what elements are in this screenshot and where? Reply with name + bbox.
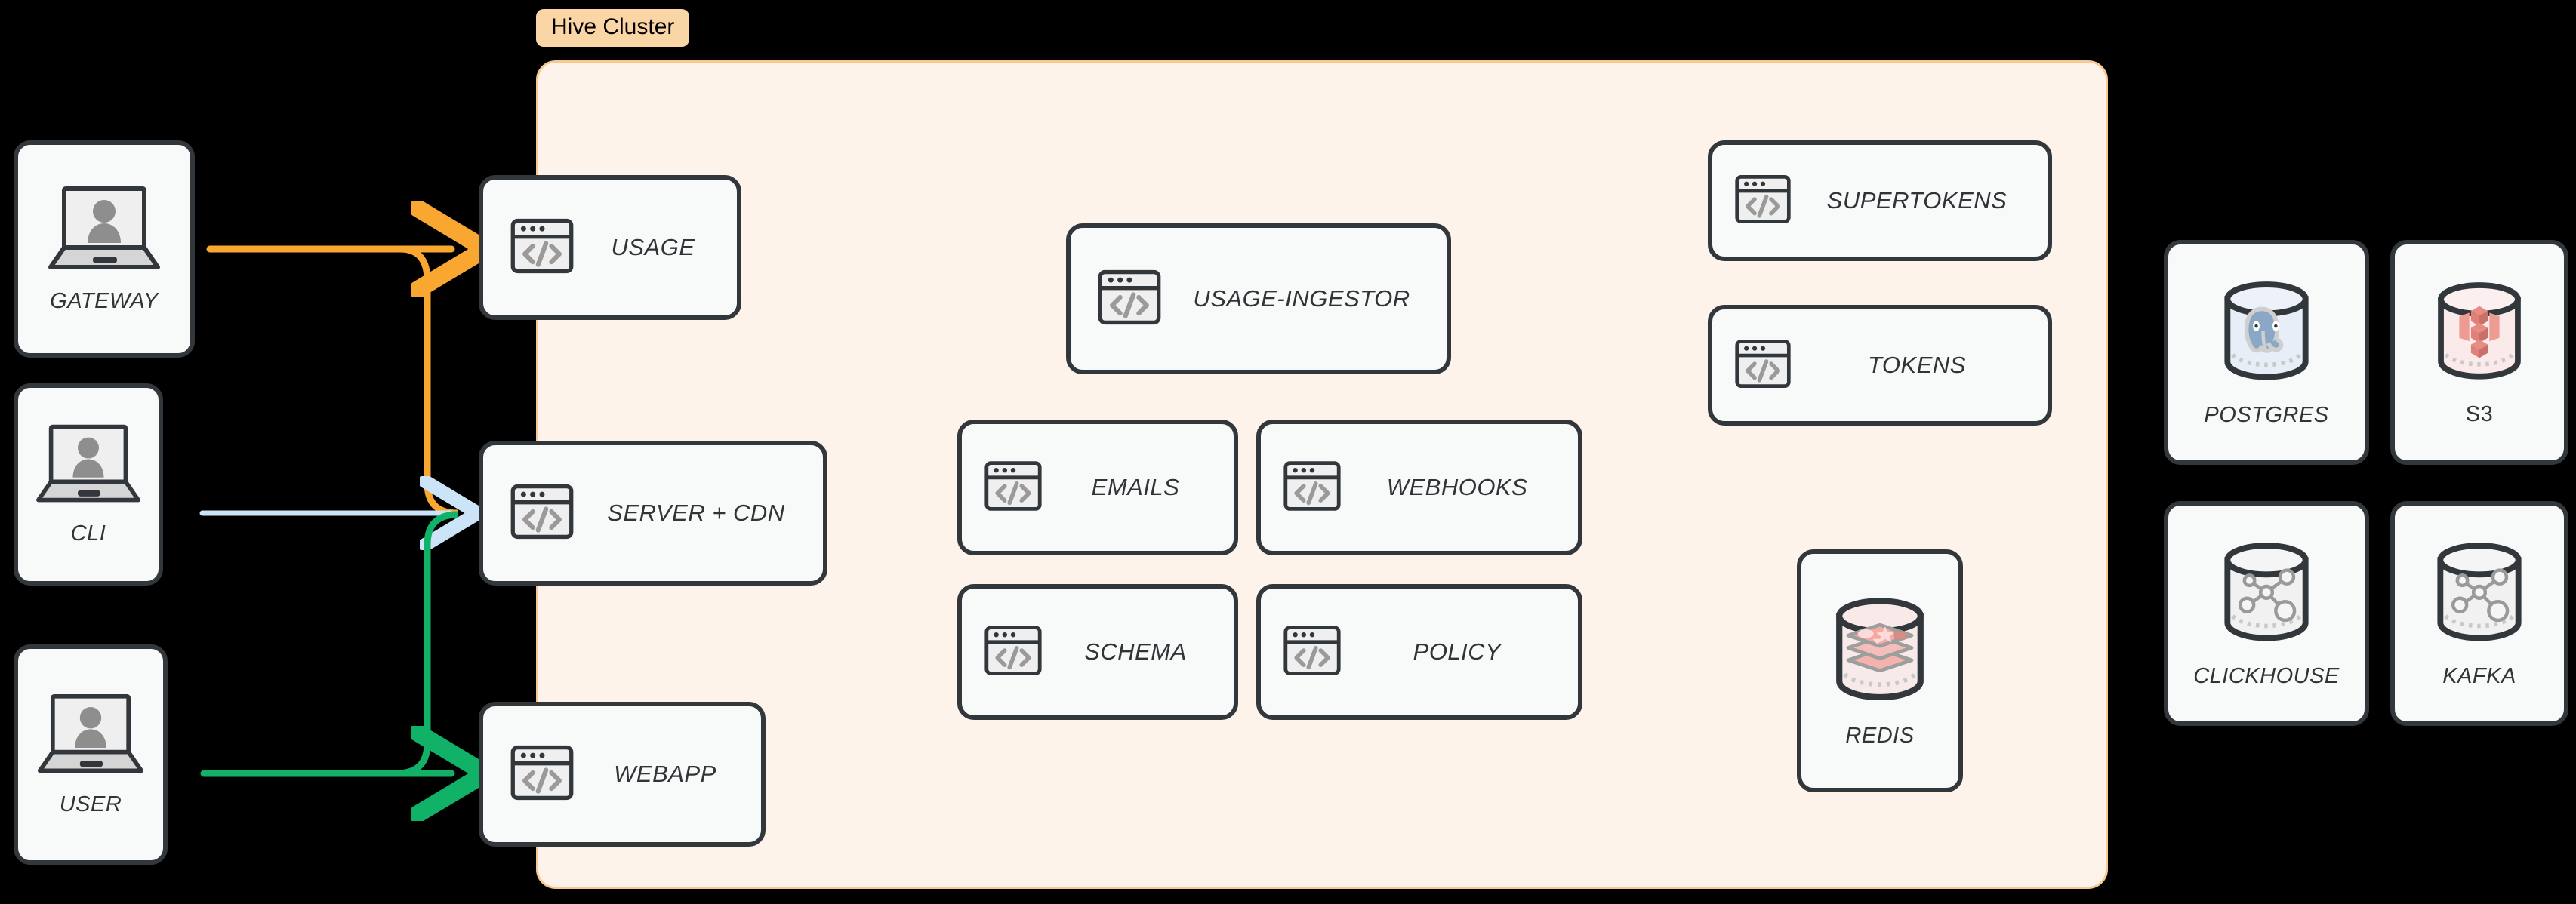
wire-gateway-to-server-cdn <box>396 245 458 517</box>
service-node-webapp[interactable]: WEBAPP <box>479 702 766 847</box>
client-label-user: USER <box>59 792 122 816</box>
client-label-gateway: GATEWAY <box>50 289 159 313</box>
service-node-usage[interactable]: USAGE <box>479 175 741 320</box>
service-label-supertokens: SUPERTOKENS <box>1826 187 2007 214</box>
store-node-kafka[interactable]: KAFKA <box>2390 501 2568 726</box>
store-node-clickhouse[interactable]: CLICKHOUSE <box>2164 501 2369 726</box>
client-label-cli: CLI <box>70 521 106 546</box>
service-node-tokens[interactable]: TOKENS <box>1708 305 2052 426</box>
service-node-emails[interactable]: EMAILS <box>957 420 1238 555</box>
code-window-icon <box>1733 334 1792 397</box>
store-label-kafka: KAFKA <box>2442 664 2516 688</box>
laptop-user-icon <box>48 184 161 277</box>
client-node-user[interactable]: USER <box>14 644 168 865</box>
laptop-user-icon <box>37 692 144 780</box>
service-label-policy: POLICY <box>1413 638 1502 665</box>
service-label-tokens: TOKENS <box>1868 352 1966 378</box>
service-label-emails: EMAILS <box>1091 474 1180 500</box>
service-node-policy[interactable]: POLICY <box>1256 584 1582 720</box>
postgres-database-icon <box>2214 277 2319 391</box>
code-window-icon <box>983 456 1043 520</box>
service-label-usage: USAGE <box>611 234 695 260</box>
generic-database-icon <box>2427 538 2532 652</box>
laptop-user-icon <box>35 423 141 509</box>
service-label-webapp: WEBAPP <box>614 761 716 787</box>
code-window-icon <box>1096 264 1163 334</box>
service-node-schema[interactable]: SCHEMA <box>957 584 1238 720</box>
client-node-cli[interactable]: CLI <box>14 383 163 586</box>
code-window-icon <box>1733 170 1792 232</box>
redis-database-icon <box>1826 593 1934 712</box>
code-window-icon <box>509 213 575 283</box>
store-label-postgres: POSTGRES <box>2204 403 2329 427</box>
service-node-webhooks[interactable]: WEBHOOKS <box>1256 420 1582 555</box>
service-node-supertokens[interactable]: SUPERTOKENS <box>1708 140 2052 261</box>
code-window-icon <box>1282 456 1342 520</box>
store-label-clickhouse: CLICKHOUSE <box>2193 664 2340 688</box>
service-label-schema: SCHEMA <box>1084 638 1187 665</box>
hive-cluster-badge: Hive Cluster <box>536 9 690 47</box>
code-window-icon <box>983 620 1043 684</box>
code-window-icon <box>509 478 575 549</box>
store-node-redis[interactable]: REDIS <box>1797 549 1963 792</box>
service-label-webhooks: WEBHOOKS <box>1386 474 1528 500</box>
store-label-s3: S3 <box>2465 402 2494 426</box>
wire-user-to-server-cdn <box>393 511 458 777</box>
service-node-server-cdn[interactable]: SERVER + CDN <box>479 441 827 586</box>
code-window-icon <box>1282 620 1342 684</box>
store-node-s3[interactable]: S3 <box>2390 240 2568 465</box>
code-window-icon <box>509 739 575 810</box>
client-node-gateway[interactable]: GATEWAY <box>14 140 195 358</box>
service-label-server-cdn: SERVER + CDN <box>607 500 785 526</box>
service-node-usage-ingestor[interactable]: USAGE-INGESTOR <box>1066 223 1451 374</box>
generic-database-icon <box>2214 538 2319 652</box>
service-label-usage-ingestor: USAGE-INGESTOR <box>1193 285 1410 312</box>
store-label-redis: REDIS <box>1845 724 1915 748</box>
s3-database-icon <box>2428 278 2531 390</box>
store-node-postgres[interactable]: POSTGRES <box>2164 240 2369 465</box>
